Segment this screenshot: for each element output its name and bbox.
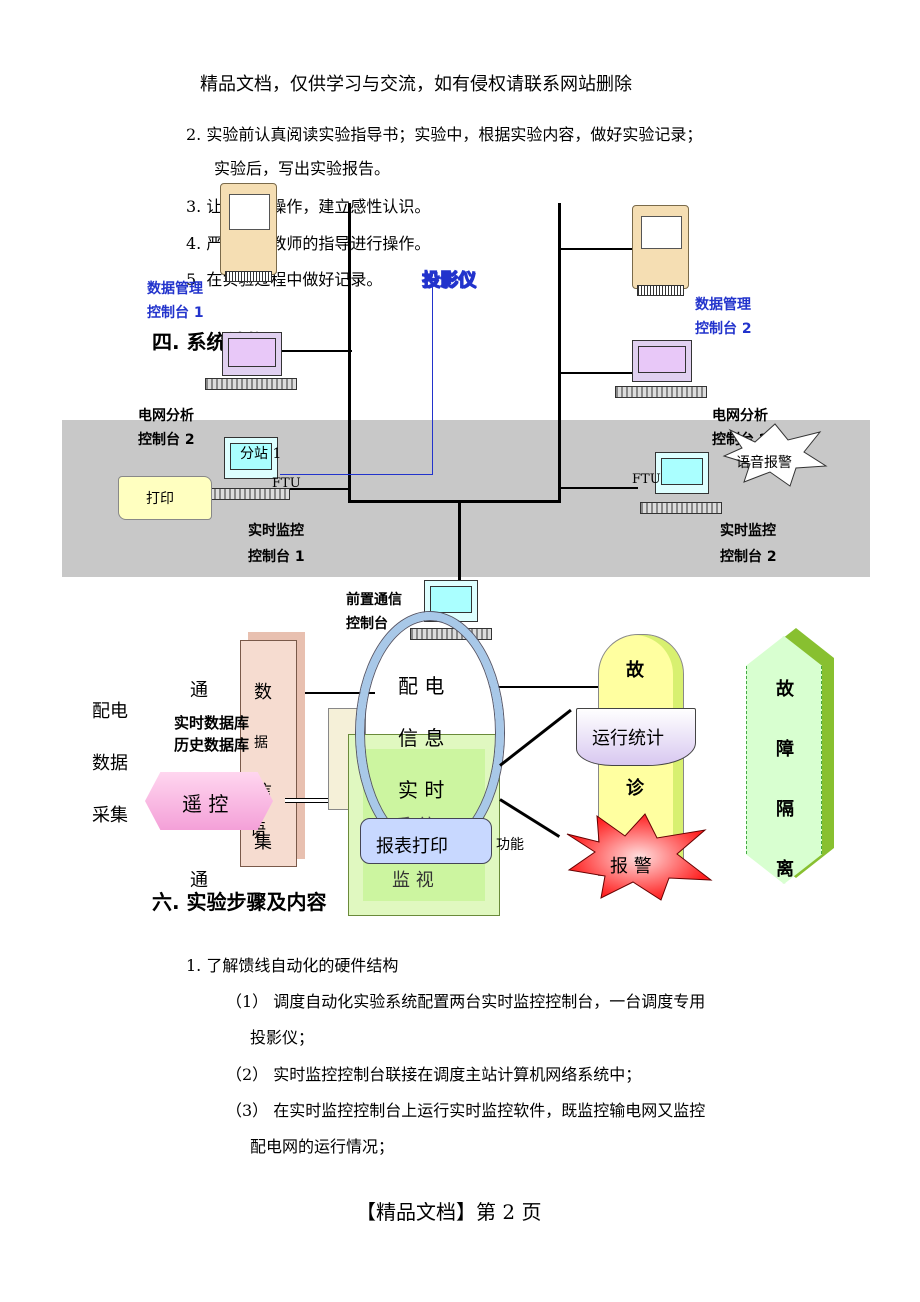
arrow-to-stats	[499, 708, 572, 767]
label-dist-acq: 配电数据采集	[92, 701, 128, 826]
ring-text-monitor: 监 视	[392, 870, 434, 891]
pc-monitor-frontend	[424, 580, 478, 622]
label-realtime-2: 实时监控控制台 2	[720, 523, 777, 565]
sub-3-line1: （3） 在实时监控控制台上运行实时监控软件，既监控输电网又监控	[226, 1101, 706, 1120]
page-footer: 【精品文档】第 2 页	[356, 1200, 542, 1224]
label-data-mgmt-2: 数据管理控制台 2	[695, 297, 752, 337]
label-print: 打印	[146, 491, 174, 507]
bus-right	[558, 203, 561, 503]
step-2-line1: 2. 实验前认真阅读实验指导书；实验中，根据实验内容，做好实验记录；	[186, 125, 703, 144]
print-scroll	[118, 476, 212, 520]
label-grid-analysis-left: 电网分析控制台 2	[138, 408, 195, 448]
label-frontend: 前置通信控制台	[346, 592, 402, 632]
ring-text: 配 电信 息实 时	[398, 674, 445, 802]
voice-alarm-burst	[722, 423, 828, 487]
label-ftu-left: FTU	[272, 476, 301, 491]
projector-link-h	[280, 474, 433, 475]
step-5: 5. 在实验过程中做好记录。	[186, 270, 383, 289]
running-stats-doc	[576, 708, 696, 766]
step-1: 1. 了解馈线自动化的硬件结构	[186, 956, 399, 975]
sub-3-line2: 配电网的运行情况；	[250, 1137, 395, 1156]
bus-drop	[458, 500, 461, 580]
label-comm-bottom: 通	[190, 870, 208, 891]
arrow-remote	[285, 798, 365, 803]
pc-keyboard-dm1	[205, 378, 297, 390]
arrow-to-alarm	[499, 798, 561, 838]
fault-isolation-hexagon	[746, 636, 822, 884]
link-dm2	[558, 248, 638, 250]
server-tower-left	[220, 183, 277, 282]
pc-keyboard-ga2	[615, 386, 707, 398]
label-databases: 实时数据库历史数据库	[174, 714, 250, 754]
label-data-mgmt-1: 数据管理控制台 1	[147, 281, 204, 321]
label-fault-diag-1: 故	[626, 660, 644, 681]
section-6-title: 六. 实验步骤及内容	[152, 890, 327, 914]
pc-monitor-rt1	[224, 437, 278, 479]
link-ga2	[558, 372, 638, 374]
pc-keyboard-rt2	[640, 502, 722, 514]
pc-monitor-dm1	[222, 332, 282, 376]
pc-monitor-rt2	[655, 452, 709, 494]
label-stats: 运行统计	[592, 728, 664, 749]
label-fault-isolation: 故障隔离	[776, 679, 794, 880]
bus-left	[348, 203, 351, 503]
sub-1-line2: 投影仪；	[250, 1028, 315, 1047]
link-dm1	[280, 350, 352, 352]
step-2-line2: 实验后，写出实验报告。	[214, 159, 391, 178]
arrow-acq-db	[305, 692, 375, 694]
alarm-burst	[566, 813, 713, 901]
label-ftu-right: FTU	[632, 472, 661, 487]
link-rt1	[270, 488, 350, 490]
label-fault-diag-2: 诊	[626, 778, 644, 799]
label-remote: 遥 控	[182, 792, 229, 816]
sub-2: （2） 实时监控控制台联接在调度主站计算机网络系统中；	[226, 1065, 642, 1084]
projector-link-v	[432, 285, 433, 475]
label-substation: 分站 1	[240, 446, 282, 462]
label-voice-alarm: 语音报警	[736, 455, 792, 471]
label-comm-top: 通	[190, 680, 208, 701]
pc-monitor-ga2	[632, 340, 692, 382]
label-func: 功能	[496, 837, 524, 853]
sub-1-line1: （1） 调度自动化实验系统配置两台实时监控控制台，一台调度专用	[226, 992, 706, 1011]
link-rt2	[558, 487, 638, 489]
server-tower-right	[632, 205, 689, 296]
remote-control-shape	[145, 772, 273, 830]
label-report: 报表打印	[376, 836, 448, 857]
page-header: 精品文档，仅供学习与交流，如有侵权请联系网站删除	[200, 74, 632, 95]
projector-label: 投影仪	[422, 270, 477, 292]
report-banner	[360, 818, 492, 864]
bus-bottom	[348, 500, 561, 503]
label-realtime-1: 实时监控控制台 1	[248, 523, 305, 565]
label-alarm: 报 警	[610, 856, 652, 877]
link-info-diag	[490, 686, 600, 688]
